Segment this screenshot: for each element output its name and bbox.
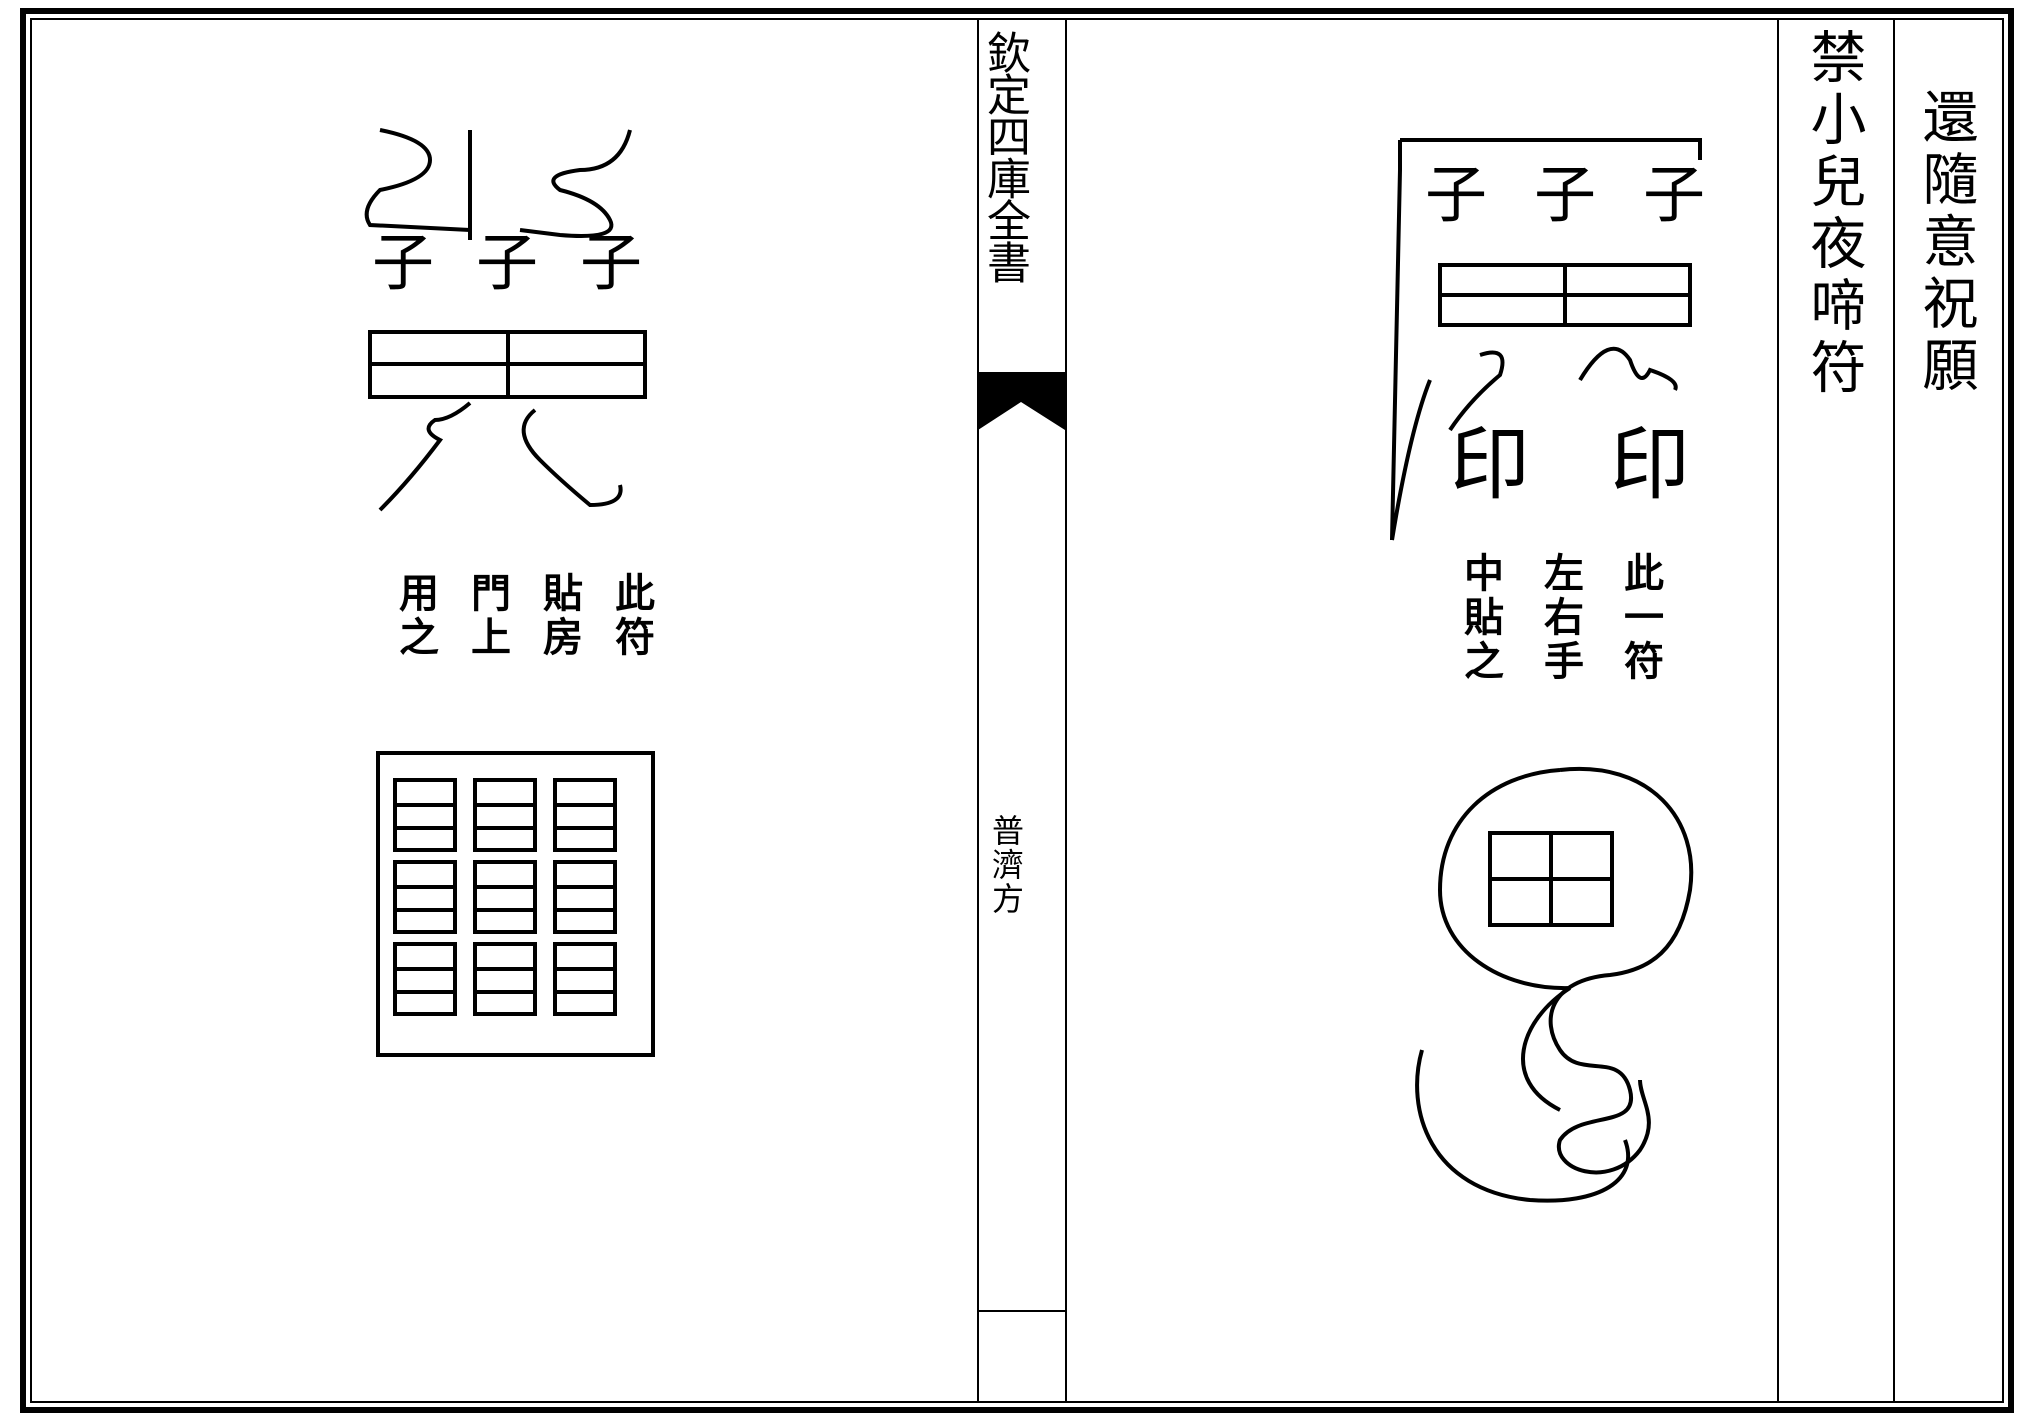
glyph-yin: 印 [1450,418,1530,511]
glyph-zi: 子 [475,226,538,299]
gutter-title: 欽定四庫全書 [979,30,1030,282]
note-right: 此一符 左右手 中貼之 [1455,552,1665,684]
note-left-col-2: 貼房 [536,572,583,660]
talisman-right-spiral [1415,766,1694,1203]
glyph-zi: 子 [1533,158,1596,231]
note-left-col-1: 此符 [608,572,655,660]
glyph-zi: 子 [1642,158,1705,231]
talisman-left-grid [376,751,655,1057]
note-left: 此符 貼房 門上 用之 [390,572,656,660]
glyph-zi: 子 [1425,158,1488,231]
note-left-col-3: 門上 [464,572,511,660]
fish-tail-mark [978,372,1065,430]
glyph-zi: 子 [372,226,435,299]
talisman-left-glyph-row: 子 子 子 [372,228,642,298]
talisman-right-glyph-row: 子 子 子 [1425,160,1705,230]
note-left-col-4: 用之 [392,572,439,660]
talisman-right-seal-row: 印 印 [1450,420,1690,510]
gutter-left-rule [977,18,979,1403]
note-right-col-3: 中貼之 [1457,552,1504,684]
gutter-bottom-rule [978,1310,1065,1312]
page-inner-border [30,18,2004,1403]
text-column-1: 還隨意祝願 [1913,88,1978,398]
glyph-zi: 子 [579,226,642,299]
gutter-right-rule [1065,18,1067,1403]
page-outer-border [20,8,2014,1413]
gutter-book-title: 普濟方 [987,814,1025,916]
talisman-right-top [1390,138,1702,541]
right-column-rule-2 [1893,18,1895,1403]
note-right-col-1: 此一符 [1617,552,1664,684]
talisman-left-top [364,128,647,512]
note-right-col-2: 左右手 [1537,552,1584,684]
text-column-2: 禁小兒夜啼符 [1801,28,1866,400]
right-column-rule-1 [1777,18,1779,1403]
glyph-yin: 印 [1610,418,1690,511]
